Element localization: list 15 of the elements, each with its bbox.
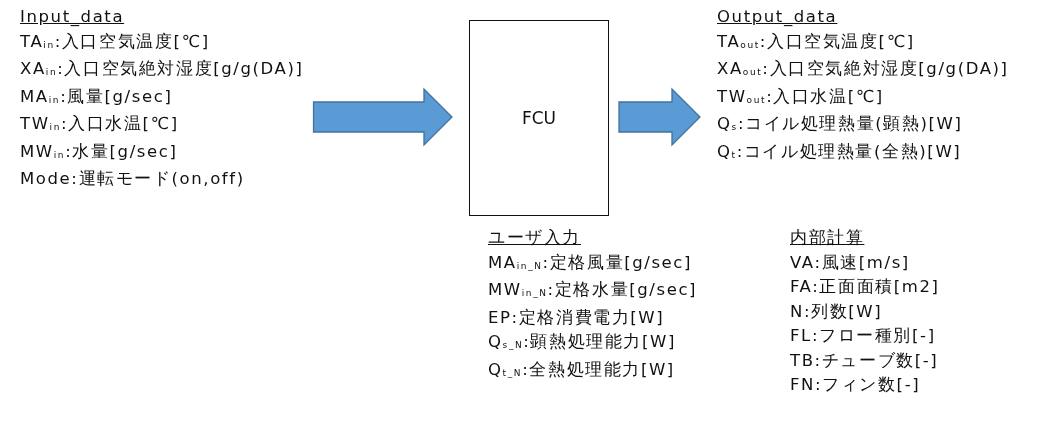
block-arrow [618, 87, 701, 147]
parameter-text: N:列数[W] [790, 300, 883, 323]
block-arrow [312, 87, 453, 147]
parameter-text: TB:チューブ数[-] [790, 349, 939, 372]
section-heading: Input_data [20, 6, 125, 28]
section-heading: ユーザ入力 [488, 227, 581, 249]
parameter-text: FN:フィン数[-] [790, 374, 921, 396]
parameter-text: VA:風速[m/s] [790, 251, 910, 274]
parameter-text: Mode:運転モード(on,off) [20, 168, 245, 190]
section-heading: 内部計算 [790, 227, 865, 249]
process-box: FCU [469, 20, 609, 216]
parameter-text: EP:定格消費電力[W] [488, 306, 665, 329]
section-heading: Output_data [717, 6, 838, 28]
parameter-text: FA:正面面積[m2] [790, 276, 940, 298]
parameter-text: FL:フロー種別[-] [790, 325, 936, 347]
